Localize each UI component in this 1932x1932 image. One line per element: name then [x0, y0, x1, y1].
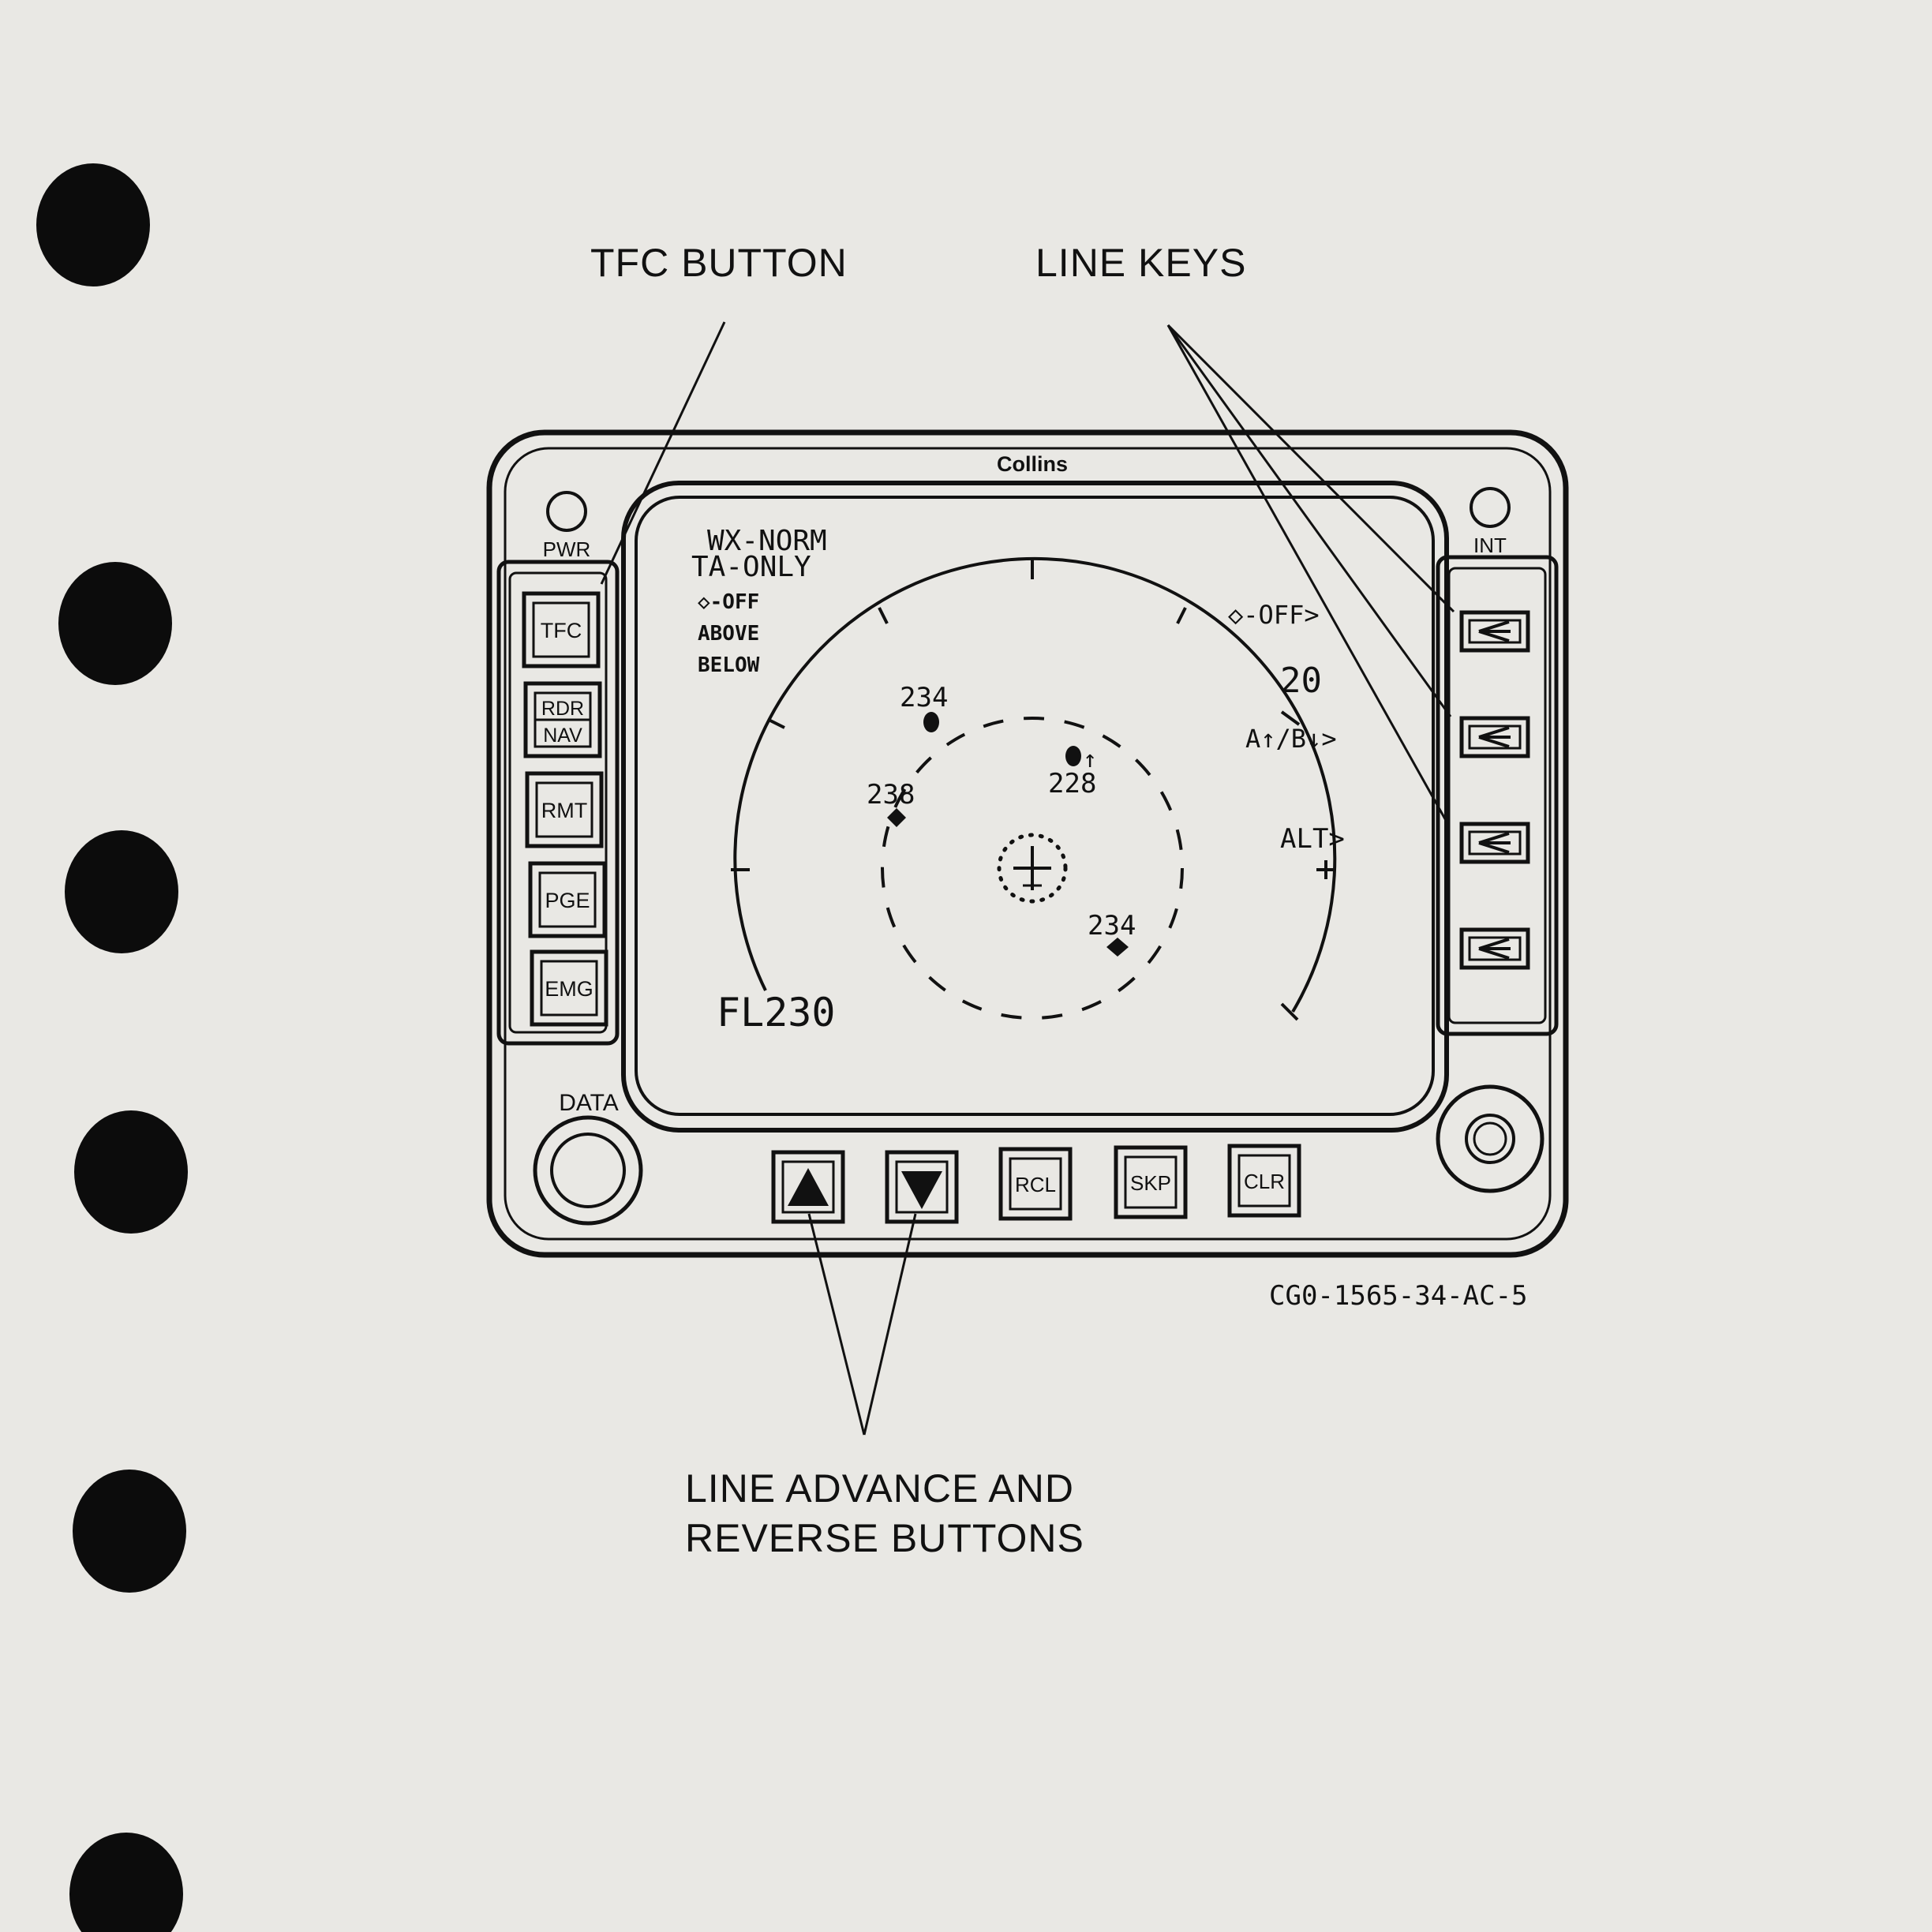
line-keys-callout: LINE KEYS — [1035, 241, 1246, 285]
skp-button-label: SKP — [1130, 1171, 1171, 1195]
traffic-target: 234 — [1088, 910, 1136, 957]
tfc-button[interactable]: TFC — [522, 591, 601, 668]
left-button-panel-inner — [508, 571, 608, 1034]
rcl-button-label: RCL — [1015, 1173, 1056, 1196]
inner-range-ring — [881, 717, 1184, 1020]
mode-wx-norm: WX-NORM — [707, 525, 827, 557]
range-tick — [1280, 1002, 1299, 1021]
line-key-panel — [1436, 555, 1559, 1036]
figure-id: CG0-1565-34-AC-5 — [1269, 1280, 1528, 1312]
int-label: INT — [1473, 534, 1507, 557]
screen — [635, 496, 1435, 1116]
binder-hole — [65, 830, 178, 953]
flight-level: FL230 — [717, 990, 836, 1035]
own-aircraft-symbol — [997, 833, 1068, 904]
arrow-left-icon — [1478, 832, 1511, 854]
bezel-inner — [504, 447, 1552, 1241]
option-off: ◇-OFF — [698, 590, 759, 614]
int-indicator — [1470, 487, 1511, 528]
leader-lines — [600, 321, 1455, 1436]
traffic-target: ↑ 228 — [1048, 746, 1097, 799]
traffic-target: 234 — [900, 682, 948, 732]
line-advance-leader-2 — [863, 1213, 917, 1436]
arrow-left-icon — [1478, 726, 1511, 748]
range-tick — [878, 607, 889, 624]
above-below-toggle: A↑/B↓> — [1245, 724, 1337, 754]
pge-button[interactable]: PGE — [528, 861, 607, 938]
data-label: DATA — [559, 1090, 619, 1116]
range-tick — [1176, 607, 1187, 624]
line-key-2[interactable] — [1459, 716, 1530, 758]
traffic-altitude: 238 — [867, 779, 915, 811]
tfc-button-label: TFC — [541, 619, 582, 642]
binder-hole — [36, 163, 150, 286]
binder-hole — [74, 1110, 188, 1234]
line-advance-leader-1 — [807, 1213, 866, 1436]
arrow-left-icon — [1478, 620, 1511, 642]
outer-range-arc — [733, 556, 1337, 1013]
display-unit: Collins PWR INT TFC RDR NAV RMT — [486, 429, 1569, 1258]
clr-button[interactable]: CLR — [1227, 1144, 1301, 1218]
rdr-label: RDR — [541, 698, 584, 720]
triangle-up-icon — [788, 1168, 829, 1206]
rdr-nav-button[interactable]: RDR NAV — [523, 681, 602, 758]
screen-frame — [621, 481, 1449, 1133]
pwr-label: PWR — [543, 537, 591, 561]
line-key-leader-2 — [1166, 324, 1452, 717]
emg-button-label: EMG — [545, 977, 593, 1001]
data-knob[interactable] — [533, 1115, 643, 1226]
line-reverse-button[interactable] — [885, 1150, 959, 1224]
binder-hole — [69, 1833, 183, 1932]
line-key-panel-inner — [1447, 567, 1547, 1024]
emg-button[interactable]: EMG — [530, 949, 608, 1027]
line-key-leader-3 — [1166, 324, 1449, 824]
traffic-altitude: 228 — [1048, 768, 1096, 799]
right-option-off: ◇-OFF> — [1228, 600, 1320, 630]
rmt-button-label: RMT — [541, 799, 587, 822]
brightness-knob[interactable] — [1436, 1084, 1544, 1193]
option-below: BELOW — [698, 653, 760, 677]
traffic-trend: ↑ — [1083, 746, 1097, 773]
binder-hole — [58, 562, 172, 685]
brand-logo: Collins — [997, 452, 1068, 476]
traffic-target: 238 — [867, 779, 915, 827]
binder-hole — [73, 1470, 186, 1593]
range-tick — [1280, 710, 1301, 726]
tfc-leader-line — [600, 321, 726, 585]
pge-button-label: PGE — [545, 889, 590, 912]
line-advance-callout-1: LINE ADVANCE AND — [685, 1466, 1074, 1511]
rmt-button[interactable]: RMT — [525, 771, 604, 848]
traffic-altitude: 234 — [900, 682, 948, 713]
line-advance-callout-2: REVERSE BUTTONS — [685, 1516, 1084, 1560]
line-key-4[interactable] — [1459, 927, 1530, 970]
left-button-panel — [496, 560, 620, 1046]
pwr-indicator — [546, 491, 587, 532]
tfc-button-callout: TFC BUTTON — [590, 241, 848, 285]
option-above: ABOVE — [698, 622, 759, 646]
triangle-down-icon — [901, 1171, 942, 1209]
range-tick — [768, 718, 785, 729]
binder-holes — [36, 163, 188, 1932]
arrow-left-icon — [1478, 938, 1511, 960]
rcl-button[interactable]: RCL — [998, 1147, 1073, 1221]
line-key-3[interactable] — [1459, 822, 1530, 864]
clr-button-label: CLR — [1244, 1170, 1285, 1193]
bezel-outer — [486, 429, 1569, 1258]
line-advance-button[interactable] — [771, 1150, 845, 1224]
line-key-leader-1 — [1166, 324, 1455, 613]
traffic-display: WX-NORM TA-ONLY ◇-OFF ABOVE BELOW ◇-OFF>… — [691, 525, 1345, 1035]
traffic-altitude: 234 — [1088, 910, 1136, 942]
nav-label: NAV — [543, 724, 582, 747]
skp-button[interactable]: SKP — [1114, 1145, 1188, 1219]
line-key-1[interactable] — [1459, 610, 1530, 653]
mode-ta-only: TA-ONLY — [691, 551, 811, 583]
